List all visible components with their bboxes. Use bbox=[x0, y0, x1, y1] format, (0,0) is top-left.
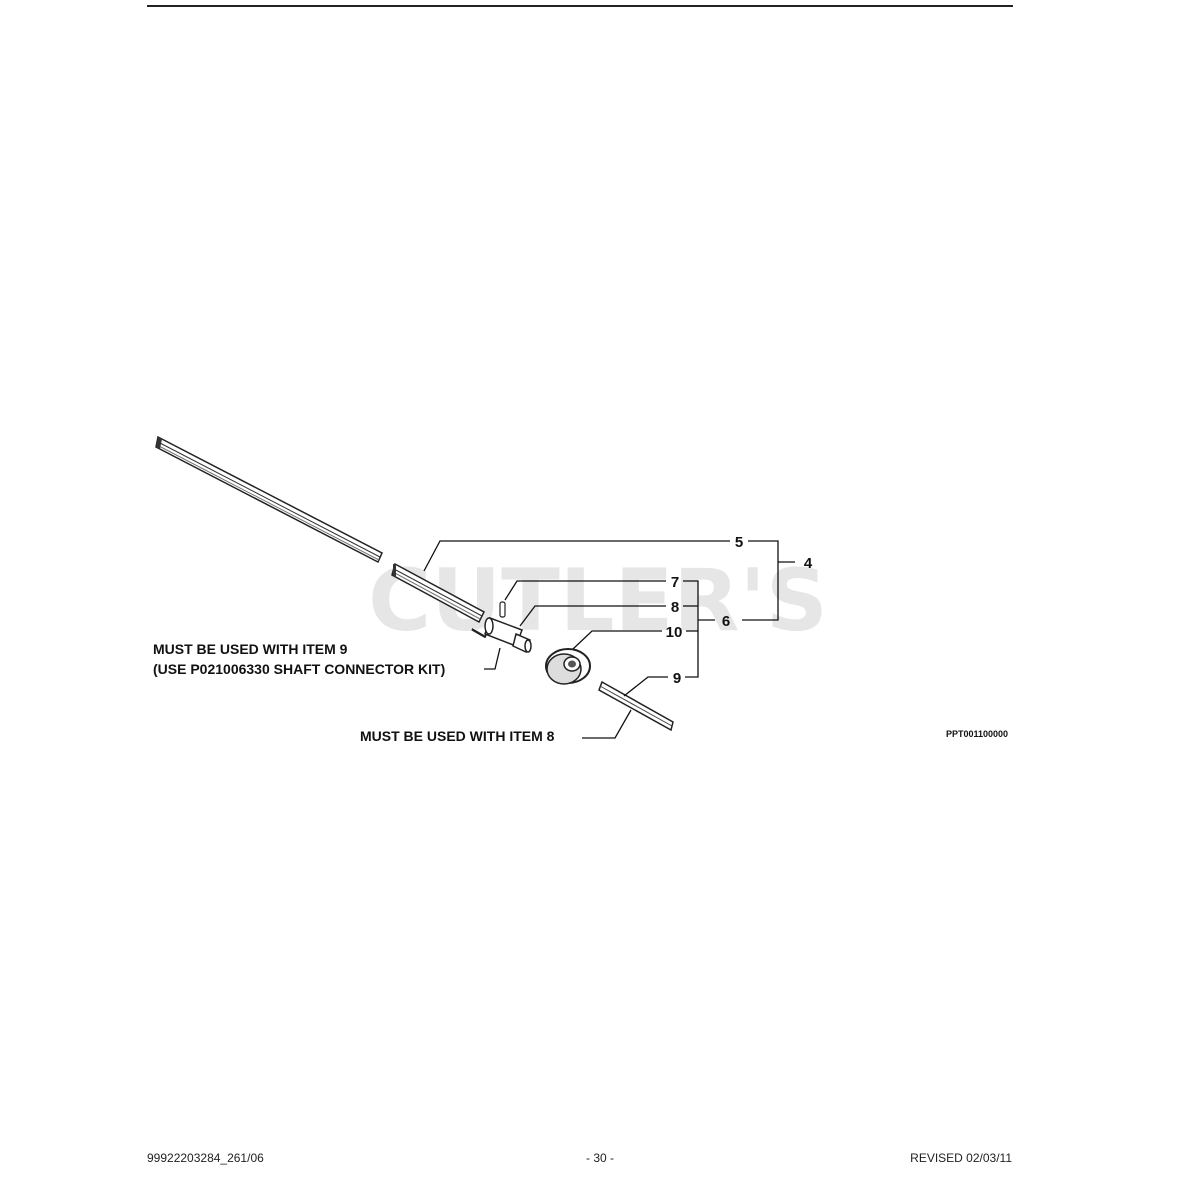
drive-shaft-upper bbox=[155, 435, 383, 564]
small-pin bbox=[471, 627, 487, 639]
footer-doc-number: 99922203284_261/06 bbox=[147, 1151, 264, 1165]
callout-item8: 8 bbox=[671, 599, 679, 616]
footer-page-number: - 30 - bbox=[585, 1151, 614, 1165]
callout-item7: 7 bbox=[671, 574, 679, 591]
bearing-item10 bbox=[545, 648, 591, 685]
note-item8: MUST BE USED WITH ITEM 8 bbox=[360, 728, 555, 744]
shaft-connector-item8 bbox=[484, 617, 532, 654]
callout-item6: 6 bbox=[722, 613, 730, 630]
roll-pin-item7 bbox=[499, 601, 506, 618]
watermark-text: CUTLER'S bbox=[368, 551, 828, 651]
callout-item10: 10 bbox=[666, 624, 683, 641]
callout-item5: 5 bbox=[735, 534, 743, 551]
footer-revision: REVISED 02/03/11 bbox=[910, 1151, 1012, 1165]
callout-item4: 4 bbox=[804, 555, 813, 572]
note-item9-line1: MUST BE USED WITH ITEM 9 bbox=[153, 641, 348, 657]
square-shaft-item9 bbox=[598, 680, 674, 732]
leader-lines bbox=[423, 540, 795, 739]
figure-code: PPT001100000 bbox=[946, 729, 1008, 739]
note-item9-line2: (USE P021006330 SHAFT CONNECTOR KIT) bbox=[153, 661, 445, 677]
callout-item9: 9 bbox=[673, 670, 681, 687]
drive-shaft-lower bbox=[391, 562, 485, 624]
top-rule bbox=[147, 5, 1013, 7]
